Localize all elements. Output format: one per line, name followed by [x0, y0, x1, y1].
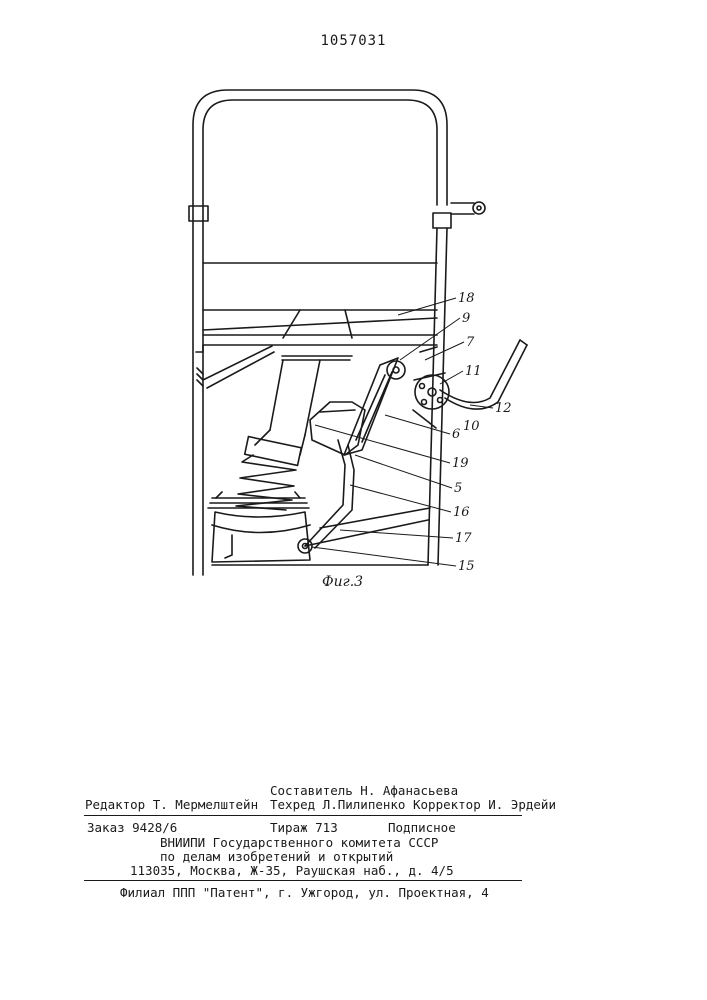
bottom-rule: [84, 880, 522, 881]
order: Заказ 9428/6: [87, 820, 177, 835]
address: 113035, Москва, Ж-35, Раушская наб., д. …: [130, 863, 454, 878]
subscription: Подписное: [388, 820, 456, 835]
org-line-2: по делам изобретений и открытий: [160, 849, 393, 864]
circulation: Тираж 713: [270, 820, 338, 835]
techred-corrector: Техред Л.Пилипенко Корректор И. Эрдейи: [270, 797, 556, 812]
org-line-1: ВНИИПИ Государственного комитета СССР: [160, 835, 438, 850]
branch: Филиал ППП "Патент", г. Ужгород, ул. Про…: [120, 885, 489, 900]
compiler: Составитель Н. Афанасьева: [270, 783, 458, 798]
top-rule: [84, 815, 522, 816]
editor: Редактор Т. Мермелштейн: [85, 797, 258, 812]
